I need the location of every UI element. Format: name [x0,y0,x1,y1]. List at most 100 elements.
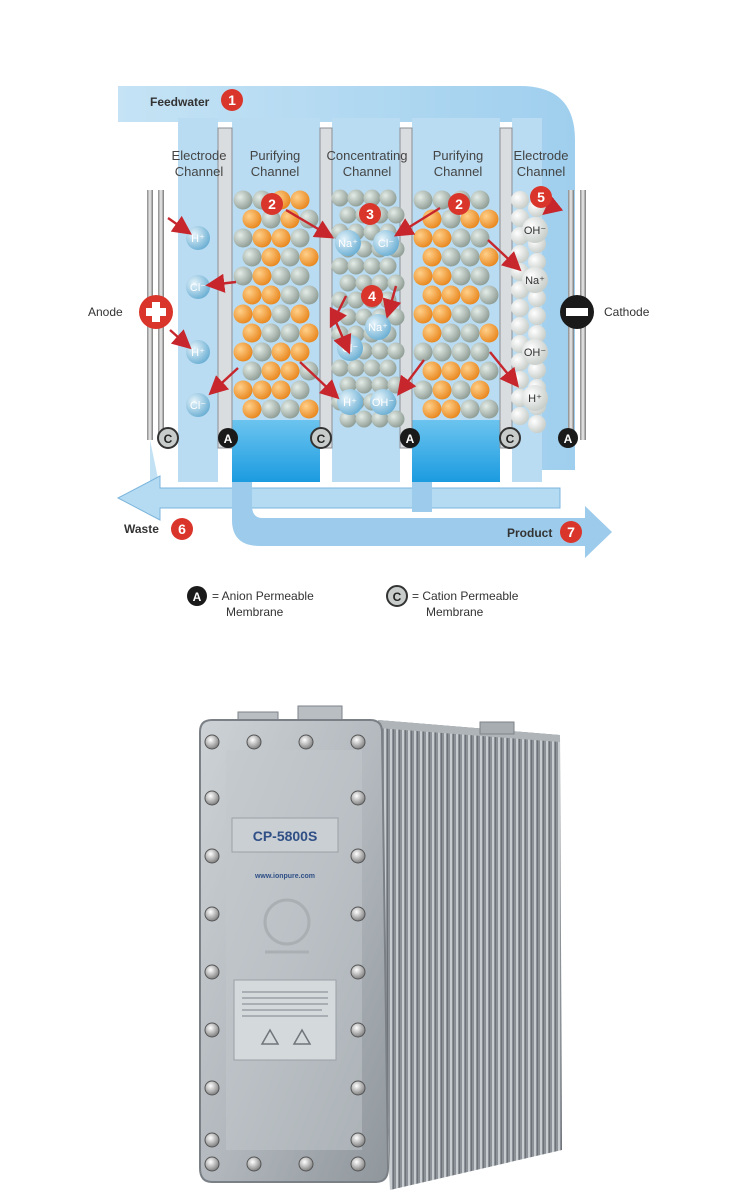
warning-triangle-icon [260,1028,280,1045]
legend-cation-line2: Membrane [426,605,484,619]
resin-bead [371,342,389,360]
membrane-marker: C [317,432,326,446]
step-badge: 1 [228,92,236,108]
resin-bead [432,266,452,286]
resin-bead [528,415,546,433]
resin-bead [528,253,546,271]
resin-bead [290,342,310,362]
resin-bead [422,209,442,229]
module-fin-stack [378,720,562,1190]
membrane-marker: A [564,432,573,446]
channel-header-line1: Purifying [433,148,484,163]
resin-bead [387,410,405,428]
module-warning-sticker [233,979,337,1061]
resin-bead [470,342,490,362]
legend-anion-letter: A [193,590,202,604]
bolt-icon [204,848,220,864]
resin-bead [528,325,546,343]
step-badge: 3 [366,206,374,222]
ion-label: H⁺ [528,393,542,405]
membrane-marker: A [224,432,233,446]
resin-bead [387,206,405,224]
channel-header-line2: Channel [175,164,224,179]
resin-bead [347,189,365,207]
resin-bead [299,399,319,419]
resin-bead [441,285,461,305]
legend-cation-line1: = Cation Permeable [412,589,519,603]
membrane-marker: C [164,432,173,446]
resin-bead [422,399,442,419]
channel-header-line1: Concentrating [327,148,408,163]
resin-bead [261,361,281,381]
cathode-label: Cathode [604,305,650,319]
resin-bead [422,323,442,343]
resin-bead [252,228,272,248]
module-model-text: CP-5800S [253,828,318,844]
resin-bead [233,304,253,324]
resin-bead [331,189,349,207]
resin-bead [451,304,471,324]
resin-bead [441,323,461,343]
resin-bead [233,266,253,286]
resin-bead [347,257,365,275]
step-badge: 5 [537,189,545,205]
bolt-icon [350,1080,366,1096]
resin-bead [271,266,291,286]
bolt-icon [204,734,220,750]
resin-bead [233,228,253,248]
bolt-icon [350,848,366,864]
resin-bead [242,247,262,267]
resin-bead [271,380,291,400]
resin-bead [233,190,253,210]
resin-bead [470,380,490,400]
resin-bead [252,380,272,400]
resin-bead [331,257,349,275]
resin-bead [413,342,433,362]
resin-bead [413,304,433,324]
module-bolts [204,734,366,1172]
resin-bead [479,247,499,267]
ion-label: Na⁺ [338,238,358,250]
resin-bead [290,304,310,324]
resin-bead [252,304,272,324]
resin-bead [528,307,546,325]
ion-label: Cl⁻ [378,238,394,250]
ion-label: H⁺ [191,233,205,245]
resin-bead [363,189,381,207]
resin-bead [339,274,357,292]
resin-bead [261,323,281,343]
ion-label: Cl⁻ [342,343,358,355]
module-website-text: www.ionpure.com [254,873,315,880]
ion-sphere [373,230,399,256]
resin-bead [441,361,461,381]
resin-bead [280,399,300,419]
ion-label: OH⁻ [524,225,547,237]
ion-label: Cl⁻ [190,282,206,294]
resin-bead [441,399,461,419]
channel-header-line2: Channel [251,164,300,179]
resin-bead [233,380,253,400]
resin-bead [511,299,529,317]
resin-bead [451,266,471,286]
resin-bead [432,190,452,210]
resin-bead [479,285,499,305]
resin-bead [233,342,253,362]
bolt-icon [350,1156,366,1172]
bolt-icon [298,1156,314,1172]
product-flow [232,482,612,558]
bolt-icon [350,906,366,922]
warning-triangle-icon [292,1028,312,1045]
waste-label: Waste [124,522,159,536]
resin-bead [470,228,490,248]
bolt-icon [350,964,366,980]
bolt-icon [204,1080,220,1096]
ion-sphere [337,389,363,415]
resin-bead [355,410,373,428]
ion-migration-arrows [167,195,564,400]
resin-bead [451,342,471,362]
resin-bead [460,247,480,267]
bolt-icon [204,790,220,806]
legend-anion-line1: = Anion Permeable [212,589,314,603]
legend: A = Anion Permeable Membrane C = Cation … [187,585,519,619]
step-badge: 4 [368,288,376,304]
